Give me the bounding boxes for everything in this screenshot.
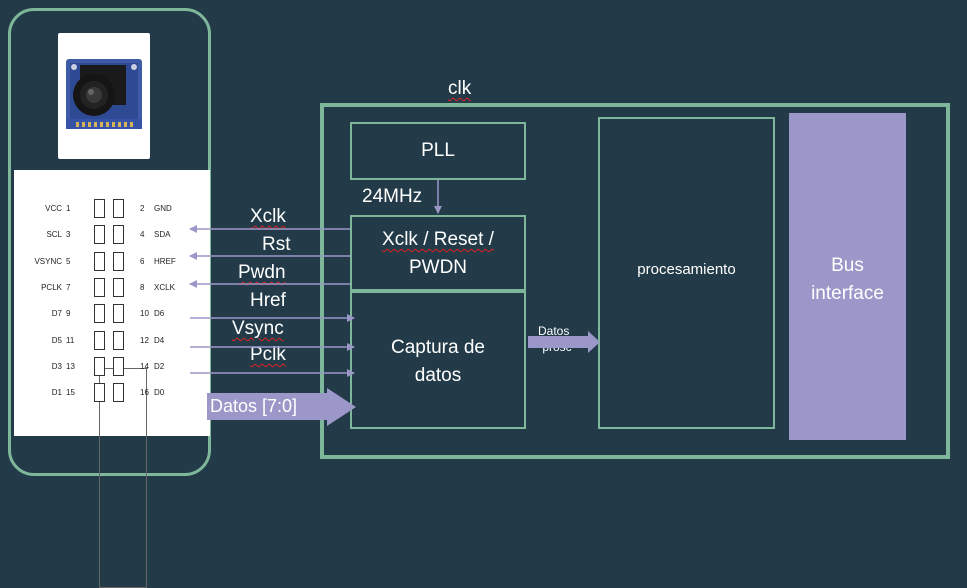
pin-pad-left: [94, 383, 105, 403]
pin-name-right: D6: [154, 309, 165, 319]
capture-block-text: Captura de datos: [350, 334, 526, 390]
control-block-text: Xclk / Reset / PWDN: [350, 226, 526, 282]
pin-pad-left: [94, 330, 105, 350]
pin-pad-left: [94, 304, 105, 324]
pin-pad-right: [113, 304, 124, 324]
bus-line-2: interface: [811, 283, 884, 304]
signal-xclk: Xclk: [250, 206, 286, 227]
pin-number-left: 3: [66, 230, 71, 240]
arrows-layer: [189, 180, 600, 426]
pin-pad-left: [94, 277, 105, 297]
pin-pad-left: [94, 356, 105, 376]
datos-prosc-line-1: Datos_: [537, 324, 577, 338]
pin-pad-right: [113, 356, 124, 376]
pin-pad-left: [94, 199, 105, 218]
pin-name-right: GND: [154, 204, 172, 213]
signal-pwdn: Pwdn: [238, 262, 286, 283]
pin-number-right: 14: [140, 361, 149, 371]
data-bus-arrow: [207, 388, 356, 426]
pin-name-right: D0: [154, 388, 165, 398]
ov7670-camera-image: [66, 59, 142, 129]
capture-line-1: Captura de: [390, 337, 485, 358]
freq-label: 24MHz: [362, 186, 423, 207]
capture-block: [350, 291, 526, 429]
pin-name-left: VSYNC: [34, 256, 62, 266]
bus-interface-block: [789, 113, 906, 440]
pin-name-left: PCLK: [41, 282, 62, 292]
pin-number-left: 13: [66, 361, 75, 371]
pin-number-right: 12: [140, 335, 149, 345]
pin-number-right: 10: [140, 309, 149, 319]
pll-block: [350, 122, 526, 180]
pin-number-left: 11: [66, 335, 75, 345]
pin-number-left: 15: [66, 388, 75, 398]
control-line-1: Xclk / Reset /: [382, 229, 494, 250]
data-bus-label: Datos [7:0]: [210, 396, 298, 416]
pin-pad-right: [113, 277, 124, 297]
pin-number-right: 2: [140, 204, 145, 213]
pin-pad-left: [94, 225, 105, 245]
pin-pad-right: [113, 225, 124, 245]
pin-name-left: D7: [51, 309, 62, 319]
pin-name-left: VCC: [45, 204, 62, 213]
pin-name-left: D1: [51, 388, 62, 398]
pin-name-right: D4: [154, 335, 165, 345]
signal-href: Href: [250, 290, 286, 311]
capture-line-2: datos: [414, 365, 462, 386]
pin-pad-right: [113, 199, 124, 218]
pin-name-left: SCL: [46, 230, 62, 240]
pin-number-left: 5: [66, 256, 71, 266]
pin-number-right: 6: [140, 256, 145, 266]
bus-line-1: Bus: [831, 255, 864, 276]
processing-block: [598, 117, 775, 429]
pin-name-right: XCLK: [154, 282, 175, 292]
pinout-panel: [14, 170, 210, 588]
datos-prosc-arrow: [528, 331, 600, 353]
pin-number-left: 7: [66, 282, 71, 292]
pin-number-left: 9: [66, 309, 71, 319]
pin-name-left: D3: [51, 361, 62, 371]
signal-vsync: Vsync: [232, 318, 284, 339]
pin-pad-right: [113, 251, 124, 271]
signal-rst: Rst: [262, 234, 291, 255]
pin-name-right: HREF: [154, 256, 176, 266]
pin-name-right: D2: [154, 361, 165, 371]
signal-pclk: Pclk: [250, 344, 286, 365]
pin-pad-left: [94, 251, 105, 271]
bus-interface-text: Bus interface: [789, 252, 906, 308]
clk-label: clk: [448, 78, 472, 99]
fpga-block: [320, 103, 950, 459]
pll-label: PLL: [421, 140, 455, 161]
pin-number-right: 16: [140, 388, 149, 398]
pin-pad-right: [113, 330, 124, 350]
pin-name-left: D5: [51, 335, 62, 345]
pin-name-right: SDA: [154, 230, 171, 240]
control-block: [350, 215, 526, 291]
pin-pad-right: [113, 383, 124, 403]
control-line-2: PWDN: [408, 257, 468, 278]
pin-number-right: 4: [140, 230, 145, 240]
pin-number-right: 8: [140, 282, 145, 292]
camera-photo: [58, 33, 150, 159]
pin-number-left: 1: [66, 204, 71, 213]
processing-label: procesamiento: [637, 261, 736, 278]
